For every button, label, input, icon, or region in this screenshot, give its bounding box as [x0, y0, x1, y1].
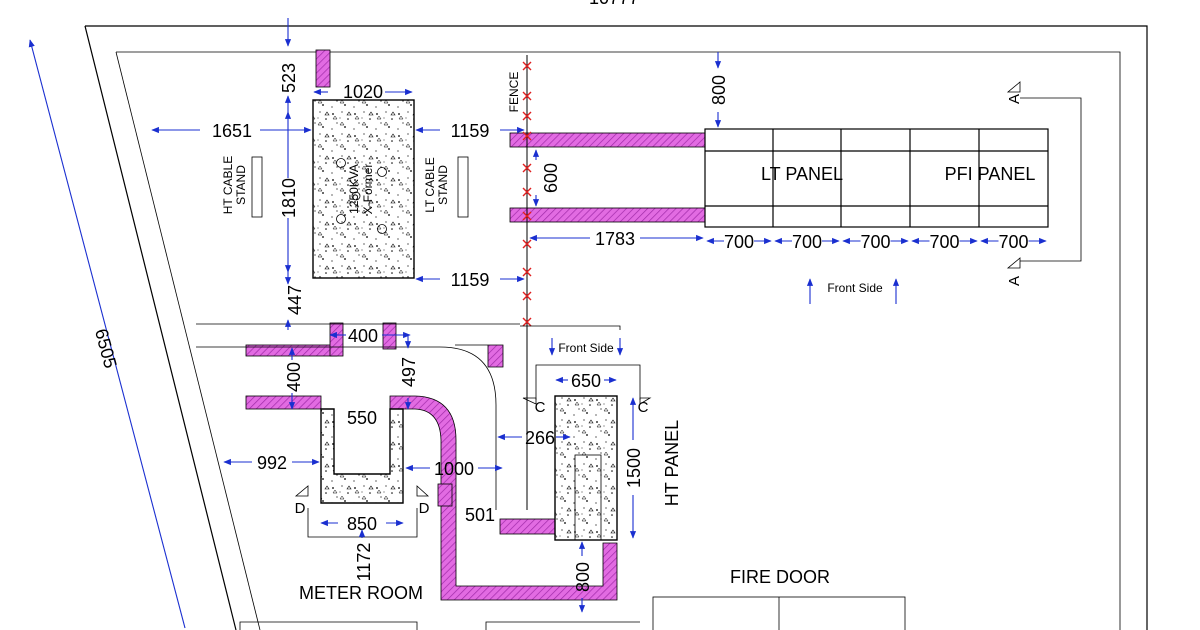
dim-1159-top: 1159 — [451, 121, 490, 141]
fire-door: FIRE DOOR — [652, 567, 906, 630]
fence-cross-mark — [522, 211, 532, 221]
fence-cross-mark — [522, 291, 532, 301]
transformer: 1250KVA X-Former — [312, 99, 415, 279]
dim-1810: 1810 — [279, 178, 299, 218]
dim-992: 992 — [257, 453, 287, 473]
pfi-panel-label: PFI PANEL — [945, 164, 1036, 184]
dim-1500: 1500 — [624, 448, 644, 488]
section-c-right-label: C — [638, 399, 649, 416]
dimension-lines: 523 1020 1651 1159 1810 1159 447 800 600 — [151, 18, 1047, 613]
dim-800-bottom: 800 — [573, 562, 593, 592]
front-side-lt: Front Side — [806, 278, 900, 304]
fence-cross-mark — [522, 131, 532, 141]
fence-cross-mark — [522, 61, 532, 71]
section-d-right-label: D — [419, 500, 430, 517]
fence-cross-mark — [522, 317, 532, 327]
dim-700-label: 700 — [929, 232, 959, 252]
dim-523: 523 — [279, 63, 299, 93]
dim-600: 600 — [541, 163, 561, 193]
dim-700-label: 700 — [860, 232, 890, 252]
fence-cross-mark — [522, 111, 532, 121]
dim-550: 550 — [347, 408, 377, 428]
ht-cable-stand-line1: HT CABLE — [221, 156, 235, 214]
top-dimension-label: 10777 — [589, 0, 639, 8]
dim-497: 497 — [399, 357, 419, 387]
meter-room-label: METER ROOM — [299, 583, 423, 603]
ht-cable-stand-line2: STAND — [234, 165, 248, 205]
dim-447: 447 — [285, 285, 305, 315]
dim-1172: 1172 — [354, 543, 374, 582]
section-a-top-label: A — [1006, 94, 1023, 104]
dim-800-top: 800 — [709, 75, 729, 105]
wall-hatch-pieces — [245, 49, 706, 601]
dim-700-label: 700 — [792, 232, 822, 252]
lt-cable-stand-line1: LT CABLE — [423, 157, 437, 213]
dim-1783: 1783 — [595, 229, 635, 249]
front-side-ht: Front Side — [520, 325, 624, 356]
fence-label: FENCE — [507, 72, 521, 113]
front-side-ht-label: Front Side — [558, 341, 614, 355]
dim-400-horizontal: 400 — [348, 326, 378, 346]
dim-650: 650 — [571, 371, 601, 391]
dim-1000: 1000 — [434, 459, 474, 479]
transformer-label-line2: X-Former — [361, 164, 375, 215]
meter-room-block: D D METER ROOM — [196, 323, 520, 603]
transformer-label-line1: 1250KVA — [347, 164, 361, 214]
dim-700-label: 700 — [724, 232, 754, 252]
fence-cross-mark — [522, 239, 532, 249]
section-a-marker: A A — [1006, 81, 1082, 286]
building-outline — [84, 25, 1148, 630]
front-side-lt-label: Front Side — [827, 281, 883, 295]
dimension-6505-label: 6505 — [91, 327, 121, 371]
fence-cross-mark — [522, 187, 532, 197]
ht-panel-label: HT PANEL — [662, 420, 682, 506]
dim-1159-bottom: 1159 — [451, 270, 490, 290]
section-a-bottom-label: A — [1006, 276, 1023, 286]
fire-door-label: FIRE DOOR — [730, 567, 830, 587]
dim-1020: 1020 — [343, 82, 383, 102]
fence-line: FENCE — [507, 55, 532, 510]
lt-cable-stand-line2: STAND — [436, 165, 450, 205]
dim-700-label: 700 — [998, 232, 1028, 252]
dim-1651: 1651 — [212, 121, 252, 141]
lt-pfi-panel-row: LT PANEL PFI PANEL — [704, 128, 1049, 228]
ht-panel: C C HT PANEL — [522, 364, 682, 541]
dim-400-vertical: 400 — [284, 362, 304, 392]
section-c-left-label: C — [535, 399, 546, 416]
fence-cross-mark — [522, 267, 532, 277]
lt-panel-label: LT PANEL — [761, 164, 843, 184]
section-d-left-label: D — [295, 500, 306, 517]
ht-cable-stand: HT CABLE STAND — [221, 156, 263, 218]
bottom-wall-fragments — [239, 621, 640, 630]
dim-501: 501 — [465, 505, 495, 525]
fence-cross-mark — [522, 163, 532, 173]
lt-cable-stand: LT CABLE STAND — [423, 156, 469, 218]
dim-266: 266 — [525, 428, 555, 448]
fence-cross-mark — [522, 91, 532, 101]
dim-850: 850 — [347, 514, 377, 534]
